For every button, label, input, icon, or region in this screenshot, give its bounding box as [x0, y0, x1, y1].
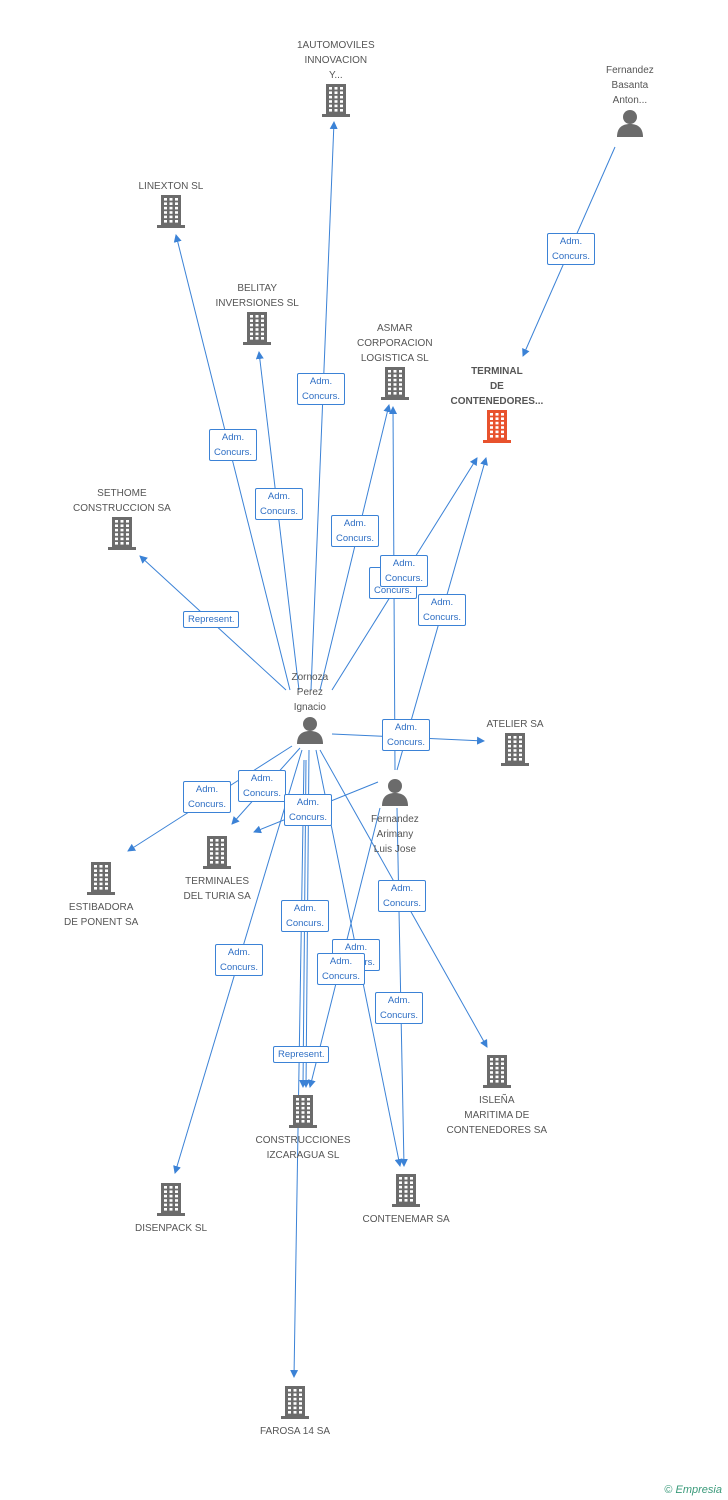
node-label: DISENPACK SL: [135, 1223, 208, 1234]
building-icon: [184, 835, 251, 874]
edge-label[interactable]: Adm. Concurs.: [382, 719, 431, 751]
edge-label[interactable]: Adm. Concurs.: [547, 233, 596, 265]
edge-zornoza-to-belitay: [255, 351, 300, 691]
edge-label[interactable]: Adm. Concurs.: [380, 555, 429, 587]
node-contenemar[interactable]: CONTENEMAR SA: [363, 1173, 450, 1227]
node-automoviles[interactable]: 1AUTOMOVILES INNOVACION Y...: [297, 38, 375, 122]
node-label: Fernandez Basanta Anton...: [606, 65, 654, 106]
edge-label[interactable]: Adm. Concurs.: [418, 594, 467, 626]
edge-label[interactable]: Adm. Concurs.: [255, 488, 304, 520]
copyright-symbol: ©: [664, 1484, 673, 1496]
node-disenpack[interactable]: DISENPACK SL: [135, 1182, 207, 1236]
node-label: TERMINAL DE CONTENEDORES...: [450, 366, 544, 407]
edge-label[interactable]: Adm. Concurs.: [209, 429, 258, 461]
node-label: ASMAR CORPORACION LOGISTICA SL: [357, 323, 433, 364]
node-label: FAROSA 14 SA: [260, 1426, 331, 1437]
building-icon: [297, 83, 375, 122]
node-label: ATELIER SA: [486, 719, 544, 730]
node-islena[interactable]: ISLEÑA MARITIMA DE CONTENEDORES SA: [446, 1054, 548, 1138]
node-sethome[interactable]: SETHOME CONSTRUCCION SA: [73, 486, 171, 555]
building-icon: [260, 1385, 330, 1424]
node-label: SETHOME CONSTRUCCION SA: [73, 488, 171, 514]
edge-zornoza-to-farosa: [290, 759, 305, 1378]
edge-label[interactable]: Adm. Concurs.: [183, 781, 232, 813]
node-construcciones[interactable]: CONSTRUCCIONES IZCARAGUA SL: [256, 1094, 351, 1163]
edge-label[interactable]: Adm. Concurs.: [317, 953, 366, 985]
node-atelier[interactable]: ATELIER SA: [487, 717, 544, 771]
edge-label[interactable]: Adm. Concurs.: [375, 992, 424, 1024]
edge-label[interactable]: Represent.: [183, 610, 240, 628]
edge-label[interactable]: Adm. Concurs.: [284, 794, 333, 826]
node-label: Fernandez Arimany Luis Jose: [371, 814, 419, 855]
edge-label[interactable]: Adm. Concurs.: [215, 944, 264, 976]
building-icon: [363, 1173, 450, 1212]
building-icon: [135, 1182, 207, 1221]
edge-zornoza-to-linexton: [173, 234, 291, 691]
node-terminal[interactable]: TERMINAL DE CONTENEDORES...: [450, 364, 544, 448]
node-label: ESTIBADORA DE PONENT SA: [64, 902, 139, 928]
node-label: ISLEÑA MARITIMA DE CONTENEDORES SA: [446, 1095, 548, 1136]
brand-name: Empresia: [675, 1484, 722, 1496]
footer-brand[interactable]: © Empresia: [664, 1484, 722, 1496]
node-terminales-turia[interactable]: TERMINALES DEL TURIA SA: [184, 835, 251, 904]
node-label: 1AUTOMOVILES INNOVACION Y...: [297, 40, 375, 81]
node-label: LINEXTON SL: [138, 181, 204, 192]
building-icon: [139, 194, 204, 233]
edge-label[interactable]: Adm. Concurs.: [297, 373, 346, 405]
building-icon: [357, 366, 433, 405]
building-icon: [216, 311, 299, 350]
node-belitay[interactable]: BELITAY INVERSIONES SL: [216, 281, 299, 350]
edge-label[interactable]: Adm. Concurs.: [281, 900, 330, 932]
node-farosa[interactable]: FAROSA 14 SA: [260, 1385, 330, 1439]
person-icon: [606, 108, 654, 143]
edge-label[interactable]: Adm. Concurs.: [378, 880, 427, 912]
person-icon: [371, 777, 419, 812]
building-icon: [73, 516, 171, 555]
node-label: TERMINALES DEL TURIA SA: [183, 876, 251, 902]
node-linexton[interactable]: LINEXTON SL: [138, 179, 204, 233]
edge-fernandez_arimany-to-contenemar: [396, 807, 408, 1167]
node-label: CONTENEMAR SA: [362, 1214, 450, 1225]
node-label: Zornoza Perez Ignacio: [291, 672, 329, 713]
building-icon: [64, 861, 138, 900]
node-estibadora[interactable]: ESTIBADORA DE PONENT SA: [64, 861, 138, 930]
node-zornoza[interactable]: Zornoza Perez Ignacio: [291, 670, 329, 750]
node-fernandez-arimany[interactable]: Fernandez Arimany Luis Jose: [371, 777, 419, 857]
building-icon: [451, 409, 544, 448]
edge-label[interactable]: Adm. Concurs.: [331, 515, 380, 547]
node-label: BELITAY INVERSIONES SL: [215, 283, 299, 309]
edge-label[interactable]: Represent.: [273, 1045, 330, 1063]
node-asmar[interactable]: ASMAR CORPORACION LOGISTICA SL: [357, 321, 433, 405]
building-icon: [487, 732, 544, 771]
node-fernandez-basanta[interactable]: Fernandez Basanta Anton...: [606, 63, 654, 143]
person-icon: [292, 715, 329, 750]
building-icon: [447, 1054, 548, 1093]
edge-label[interactable]: Adm. Concurs.: [238, 770, 287, 802]
edge-zornoza-to-automoviles: [310, 121, 338, 691]
node-label: CONSTRUCCIONES IZCARAGUA SL: [255, 1135, 351, 1161]
building-icon: [256, 1094, 351, 1133]
edge-zornoza-to-asmar: [319, 404, 392, 691]
